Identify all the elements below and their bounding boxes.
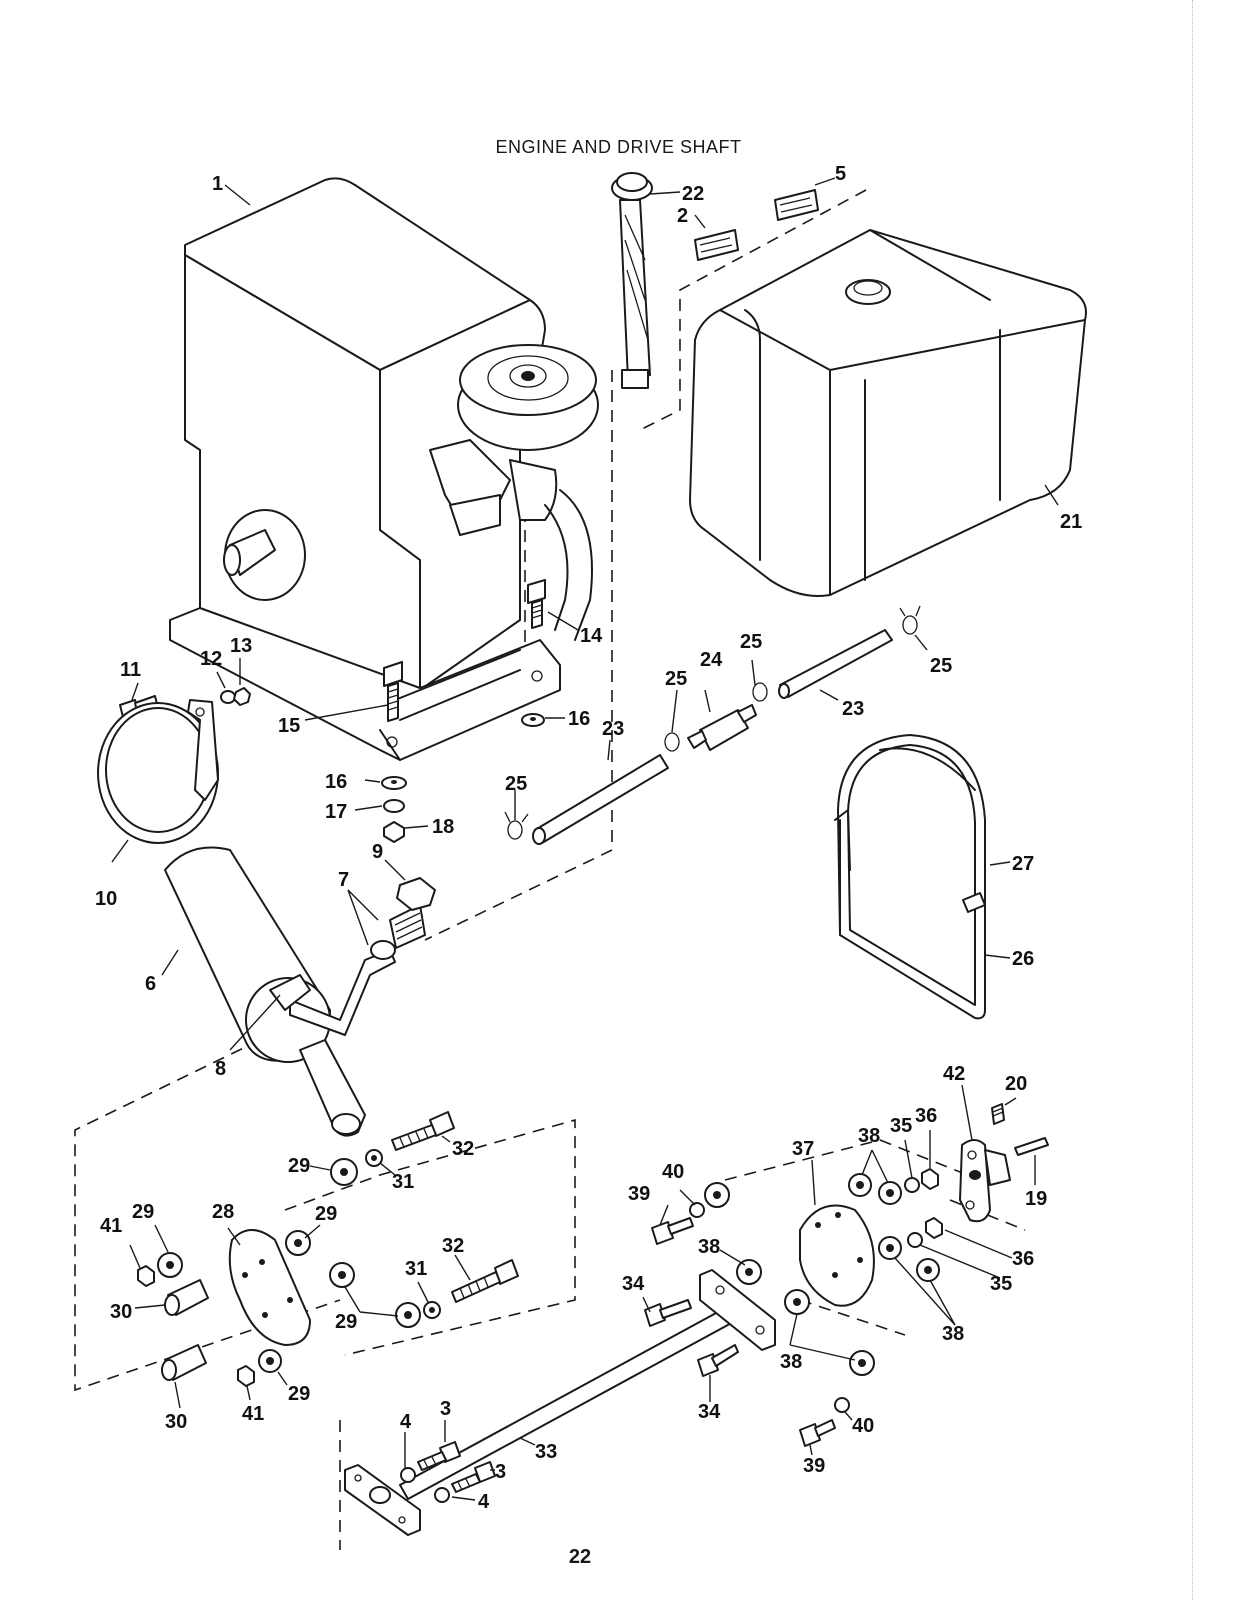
callout-32-lower: 32 (442, 1235, 464, 1257)
callout-numbers: 1 22 2 5 21 14 11 12 13 15 16 16 17 18 1… (95, 163, 1082, 1513)
callout-21: 21 (1060, 511, 1082, 533)
callout-25-upper: 25 (740, 631, 762, 653)
callout-1: 1 (212, 173, 223, 195)
callout-40-top: 40 (662, 1161, 684, 1183)
muffler-assembly (164, 846, 436, 1137)
callout-34-lower: 34 (698, 1401, 721, 1423)
callout-8: 8 (215, 1058, 226, 1080)
callout-36-right: 36 (1012, 1248, 1034, 1270)
callout-25-left: 25 (505, 773, 527, 795)
callout-30-upper: 30 (110, 1301, 132, 1323)
assembly-dashed-lines (74, 189, 1026, 1550)
tank-straps (834, 734, 986, 1020)
callout-27: 27 (1012, 853, 1034, 875)
callout-20: 20 (1005, 1073, 1027, 1095)
gaskets (694, 189, 819, 261)
callout-5: 5 (835, 163, 846, 185)
callout-24: 24 (700, 649, 723, 671)
callout-11: 11 (120, 659, 141, 681)
callout-36-top: 36 (915, 1105, 937, 1127)
callout-34-upper: 34 (622, 1273, 645, 1295)
callout-39-bottom: 39 (803, 1455, 825, 1477)
callout-9: 9 (372, 841, 383, 863)
callout-19: 19 (1025, 1188, 1047, 1210)
dipstick (611, 172, 653, 389)
callout-7: 7 (338, 869, 349, 891)
callout-16-right: 16 (568, 708, 590, 730)
fuel-tank (689, 229, 1087, 597)
drive-shaft (344, 1269, 776, 1536)
callout-12: 12 (200, 648, 222, 670)
callout-32-upper: 32 (452, 1138, 474, 1160)
page-title: ENGINE AND DRIVE SHAFT (495, 137, 742, 157)
callout-4-lower: 4 (478, 1491, 490, 1513)
callout-26: 26 (1012, 948, 1034, 970)
callout-23-lower: 23 (602, 718, 624, 740)
callout-13: 13 (230, 635, 252, 657)
right-flange-assembly (644, 1103, 1049, 1447)
callout-23-upper: 23 (842, 698, 864, 720)
callout-25-right: 25 (930, 655, 952, 677)
callout-41-lower: 41 (242, 1403, 264, 1425)
callout-10: 10 (95, 888, 117, 910)
callout-38-bottom: 38 (780, 1351, 802, 1373)
callout-3-upper: 3 (440, 1398, 451, 1420)
callout-15: 15 (278, 715, 300, 737)
engine-block (169, 177, 599, 761)
callout-29-top: 29 (288, 1155, 310, 1177)
callout-29-mid: 29 (335, 1311, 357, 1333)
callout-22: 22 (682, 183, 704, 205)
left-flange-assembly (137, 1111, 519, 1387)
callout-4-upper: 4 (400, 1411, 412, 1433)
callout-31-lower: 31 (405, 1258, 427, 1280)
muffler-bracket (97, 699, 219, 844)
page-edge (1192, 0, 1195, 1600)
callout-3-lower: 3 (495, 1461, 506, 1483)
callout-2: 2 (677, 205, 688, 227)
callout-38-left: 38 (698, 1236, 720, 1258)
callout-6: 6 (145, 973, 156, 995)
engine-mount-hardware (119, 579, 546, 843)
callout-18: 18 (432, 816, 454, 838)
callout-29-left: 29 (132, 1201, 154, 1223)
callout-29-bottom: 29 (288, 1383, 310, 1405)
callout-41-upper: 41 (100, 1215, 122, 1237)
callout-35-right: 35 (990, 1273, 1012, 1295)
callout-30-lower: 30 (165, 1411, 187, 1433)
callout-37: 37 (792, 1138, 814, 1160)
callout-40-bottom: 40 (852, 1415, 874, 1437)
callout-38-right: 38 (942, 1323, 964, 1345)
callout-35-top: 35 (890, 1115, 912, 1137)
callout-14: 14 (580, 625, 603, 647)
page-number: 22 (568, 1546, 592, 1568)
callout-28: 28 (212, 1201, 234, 1223)
callout-33: 33 (535, 1441, 557, 1463)
callout-38-top: 38 (858, 1125, 880, 1147)
callout-42: 42 (943, 1063, 965, 1085)
leader-lines (111, 177, 1059, 1501)
callout-25-mid: 25 (665, 668, 687, 690)
callout-39-top: 39 (628, 1183, 650, 1205)
fuel-line-assembly (504, 605, 921, 845)
callout-31-upper: 31 (392, 1171, 414, 1193)
callout-16-left: 16 (325, 771, 347, 793)
callout-17: 17 (325, 801, 347, 823)
callout-29-upper-right: 29 (315, 1203, 337, 1225)
